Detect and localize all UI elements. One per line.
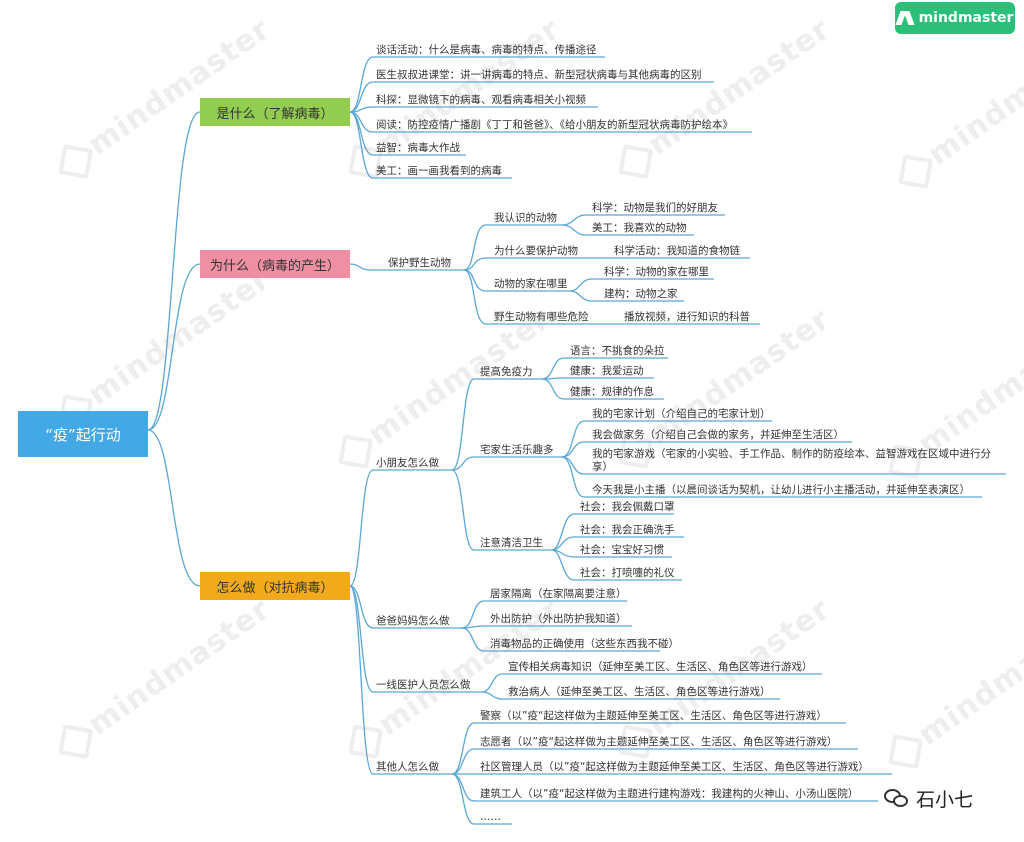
medics-item[interactable]: 宣传相关病毒知识（延伸至美工区、生活区、角色区等进行游戏） — [508, 661, 813, 673]
why-home-item[interactable]: 科学：动物的家在哪里 — [604, 266, 709, 278]
mindmaster-badge: mindmaster — [895, 2, 1015, 34]
what-item[interactable]: 谈话活动：什么是病毒、病毒的特点、传播途径 — [376, 44, 597, 56]
what-item[interactable]: 益智：病毒大作战 — [376, 142, 460, 154]
what-item[interactable]: 美工：画一画我看到的病毒 — [376, 165, 502, 177]
author-name: 石小七 — [916, 789, 974, 811]
what-item[interactable]: 医生叔叔进课堂：讲一讲病毒的特点、新型冠状病毒与其他病毒的区别 — [376, 69, 702, 81]
branch-why[interactable]: 为什么（病毒的产生） — [200, 250, 350, 278]
parents-item[interactable]: 居家隔离（在家隔离要注意） — [490, 588, 627, 600]
why-reason-item[interactable]: 科学活动：我知道的食物链 — [614, 245, 740, 257]
parents-item[interactable]: 外出防护（外出防护我知道） — [490, 613, 627, 625]
brand-name: mindmaster — [918, 10, 1014, 26]
how-kids[interactable]: 小朋友怎么做 — [376, 457, 439, 469]
what-item[interactable]: 阅读：防控疫情广播剧《丁丁和爸爸》、《给小朋友的新型冠状病毒防护绘本》 — [376, 119, 733, 131]
why-know-item[interactable]: 科学：动物是我们的好朋友 — [592, 202, 718, 214]
root-topic[interactable]: “疫”起行动 — [18, 411, 148, 457]
others-item[interactable]: 志愿者（以”疫“起这样做为主题延伸至美工区、生活区、角色区等进行游戏） — [480, 736, 838, 748]
how-medics[interactable]: 一线医护人员怎么做 — [376, 679, 471, 691]
why-know-item[interactable]: 美工：我喜欢的动物 — [592, 222, 687, 234]
others-item[interactable]: 警察（以”疫“起这样做为主题延伸至美工区、生活区、角色区等进行游戏） — [480, 710, 827, 722]
how-others[interactable]: 其他人怎么做 — [376, 761, 439, 773]
why-protect[interactable]: 保护野生动物 — [388, 257, 451, 269]
why-home-item[interactable]: 建构：动物之家 — [604, 288, 678, 300]
medics-item[interactable]: 救治病人（延伸至美工区、生活区、角色区等进行游戏） — [508, 686, 771, 698]
why-danger[interactable]: 野生动物有哪些危险 — [494, 311, 589, 323]
why-know[interactable]: 我认识的动物 — [494, 212, 557, 224]
branch-how[interactable]: 怎么做（对抗病毒） — [200, 572, 350, 600]
how-parents[interactable]: 爸爸妈妈怎么做 — [376, 615, 450, 627]
author-watermark: 石小七 — [880, 783, 978, 814]
wechat-icon — [884, 788, 910, 809]
kids-home-item[interactable]: 我的宅家计划（介绍自己的宅家计划） — [592, 408, 771, 420]
kids-hygiene-item[interactable]: 社会：宝宝好习惯 — [580, 544, 664, 556]
kids-home-item[interactable]: 我的宅家游戏（宅家的小实验、手工作品、制作的防疫绘本、益智游戏在区域中进行分享） — [592, 448, 991, 473]
kids-immunity-item[interactable]: 健康：我爱运动 — [570, 365, 644, 377]
why-danger-item[interactable]: 播放视频，进行知识的科普 — [624, 311, 750, 323]
kids-hygiene[interactable]: 注意清洁卫生 — [480, 537, 543, 549]
kids-home-item[interactable]: 今天我是小主播（以晨间谈话为契机，让幼儿进行小主播活动，并延伸至表演区） — [592, 484, 970, 496]
kids-home-item[interactable]: 我会做家务（介绍自己会做的家务，并延伸至生活区） — [592, 429, 844, 441]
branch-what[interactable]: 是什么（了解病毒） — [200, 98, 350, 126]
why-home[interactable]: 动物的家在哪里 — [494, 278, 568, 290]
kids-immunity[interactable]: 提高免疫力 — [480, 366, 533, 378]
kids-immunity-item[interactable]: 语言：不挑食的朵拉 — [570, 345, 665, 357]
what-item[interactable]: 科探：显微镜下的病毒、观看病毒相关小视频 — [376, 94, 586, 106]
kids-hygiene-item[interactable]: 社会：打喷嚏的礼仪 — [580, 567, 675, 579]
kids-hygiene-item[interactable]: 社会：我会佩戴口罩 — [580, 501, 675, 513]
mindmaster-logo-icon — [897, 11, 913, 25]
parents-item[interactable]: 消毒物品的正确使用（这些东西我不碰） — [490, 638, 679, 650]
others-item[interactable]: 建筑工人（以”疫“起这样做为主题进行建构游戏：我建构的火神山、小汤山医院） — [480, 788, 859, 800]
others-item[interactable]: 社区管理人员（以”疫“起这样做为主题延伸至美工区、生活区、角色区等进行游戏） — [480, 761, 869, 773]
kids-immunity-item[interactable]: 健康：规律的作息 — [570, 386, 654, 398]
others-item[interactable]: …… — [480, 811, 501, 823]
kids-hygiene-item[interactable]: 社会：我会正确洗手 — [580, 524, 675, 536]
kids-home-life[interactable]: 宅家生活乐趣多 — [480, 444, 554, 456]
why-reason[interactable]: 为什么要保护动物 — [494, 245, 578, 257]
